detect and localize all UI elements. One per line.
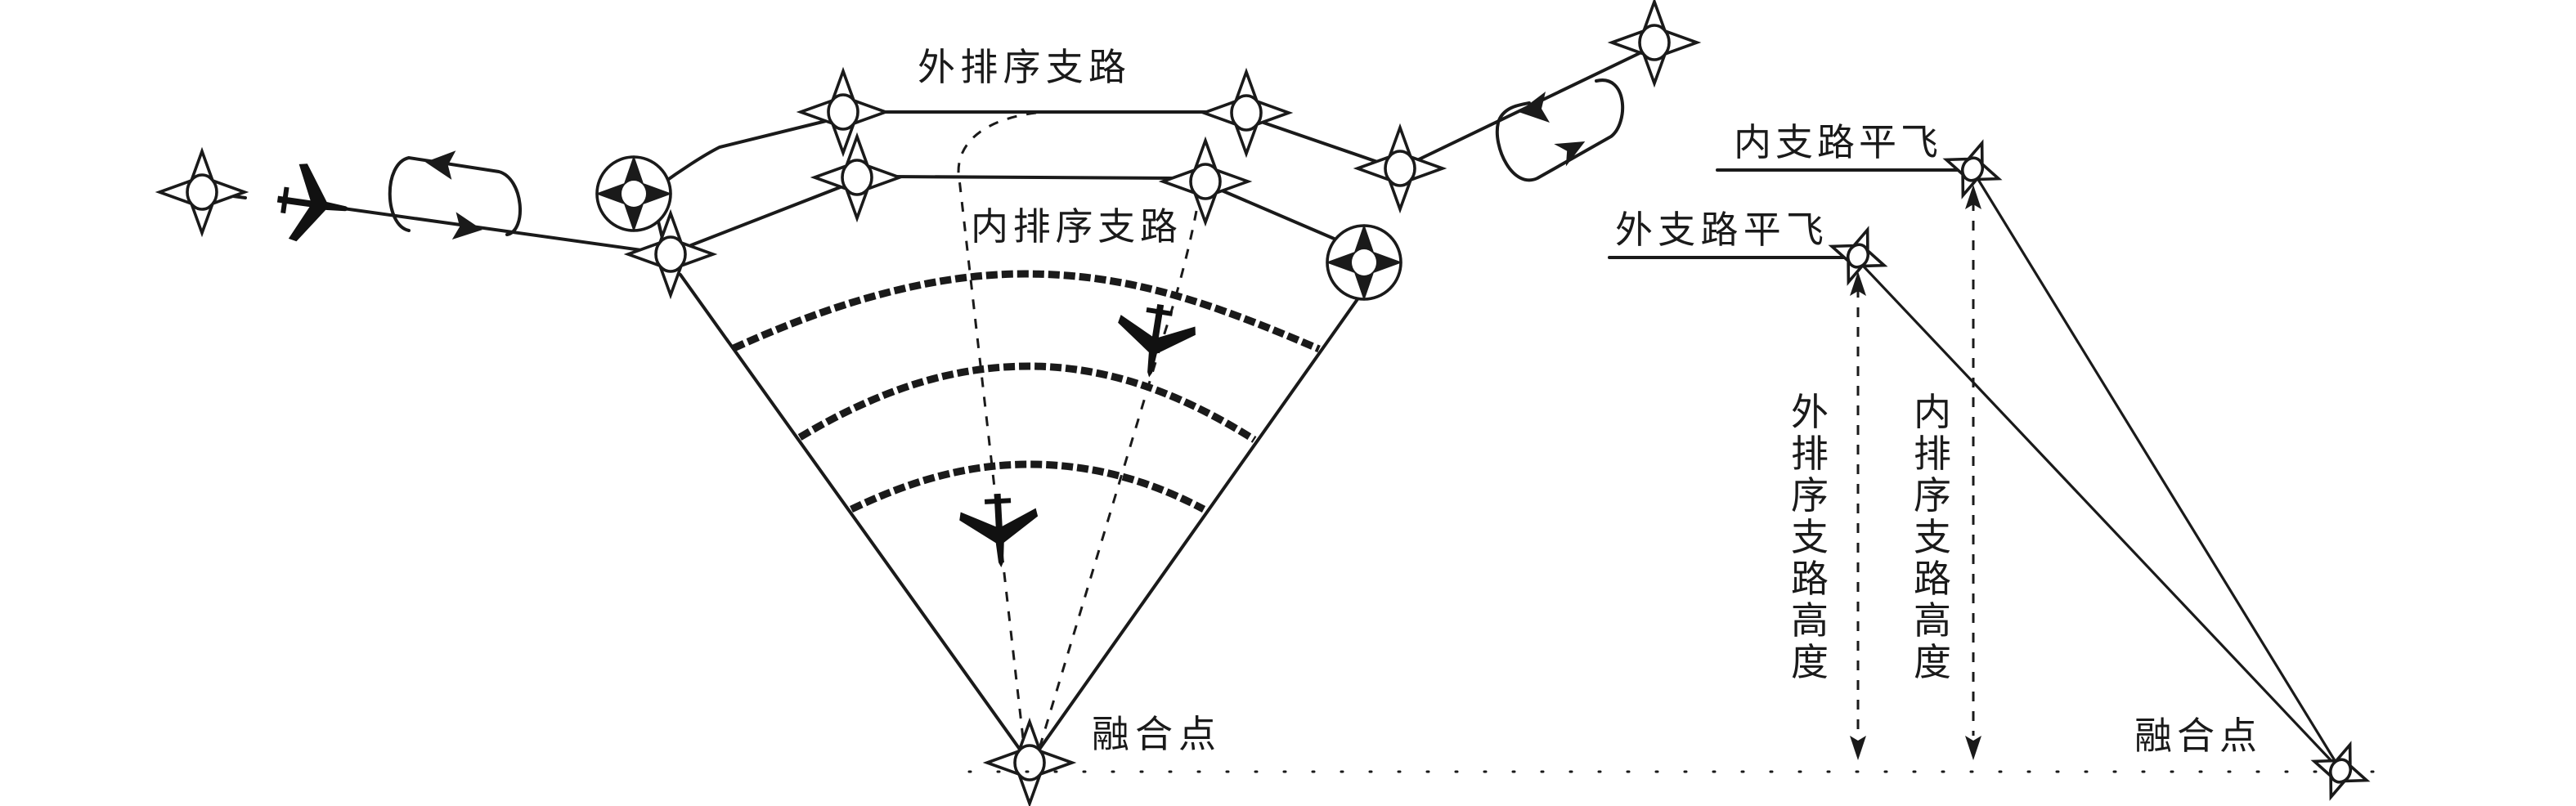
vertical-label-char: 支: [1791, 515, 1829, 559]
fly-over-waypoint-icon: [595, 155, 672, 232]
fly-by-waypoint-icon: [1610, 0, 1699, 85]
vertical-label-char: 序: [1914, 473, 1951, 517]
fly-by-waypoint-icon: [1202, 70, 1290, 155]
inner-descent-path: [1976, 177, 2337, 763]
merge-point-icon: [985, 720, 1074, 805]
fly-by-waypoint-icon: [813, 135, 901, 220]
inner-leg-exit: [1220, 189, 1351, 247]
vertical-label-char: 路: [1791, 557, 1829, 601]
plan-view: 外排序支路 内排序支路 融合点: [158, 0, 1699, 805]
outer-leg-label: 外排序支路: [918, 45, 1126, 89]
iso-distance-arc-3: [850, 460, 1206, 513]
outer-leg-exit: [1262, 121, 1384, 165]
merge-point-profile-label: 融合点: [2134, 714, 2257, 758]
vertical-label-char: 度: [1914, 640, 1951, 684]
merge-point-label: 融合点: [1092, 712, 1216, 756]
holding-pattern-icon: [388, 150, 522, 240]
vertical-label-char: 排: [1791, 432, 1829, 476]
inner-level-label: 内支路平飞: [1734, 120, 1938, 164]
inbound-track-2: [342, 207, 672, 256]
direct-to-path-outer: [957, 111, 1037, 746]
inner-leg-label: 内排序支路: [971, 204, 1178, 249]
iso-distance-arc-2: [797, 362, 1257, 443]
vertical-label-char: 序: [1791, 473, 1829, 517]
holding-pattern-icon: [1495, 78, 1625, 182]
outer-level-label: 外支路平飞: [1615, 208, 1824, 252]
inner-sequencing-leg: [888, 175, 1179, 180]
fly-by-waypoint-icon: [1356, 126, 1444, 211]
aircraft-icon: [1110, 298, 1200, 383]
aircraft-icon: [272, 160, 357, 249]
cone-right-boundary: [1037, 298, 1359, 752]
outer-leg-entry: [659, 119, 828, 186]
outer-descent-path: [1861, 264, 2334, 763]
vertical-label-char: 高: [1914, 598, 1951, 643]
vertical-label-char: 高: [1791, 598, 1829, 643]
fly-over-waypoint-icon: [1326, 224, 1402, 301]
vertical-label-char: 外: [1791, 390, 1829, 434]
fly-by-waypoint-icon: [158, 150, 246, 235]
aircraft-icon: [958, 491, 1041, 570]
vertical-label-char: 支: [1914, 515, 1951, 559]
vertical-label-char: 排: [1914, 432, 1951, 476]
fly-by-waypoint-icon: [799, 69, 887, 154]
cone-left-boundary: [679, 273, 1022, 752]
vertical-label-char: 度: [1791, 640, 1829, 684]
vertical-label-char: 路: [1914, 557, 1951, 601]
direct-to-path-inner: [1039, 210, 1198, 746]
iso-distance-arc-1: [732, 270, 1321, 353]
inner-leg-entry: [689, 185, 844, 247]
vertical-label-char: 内: [1914, 390, 1951, 434]
